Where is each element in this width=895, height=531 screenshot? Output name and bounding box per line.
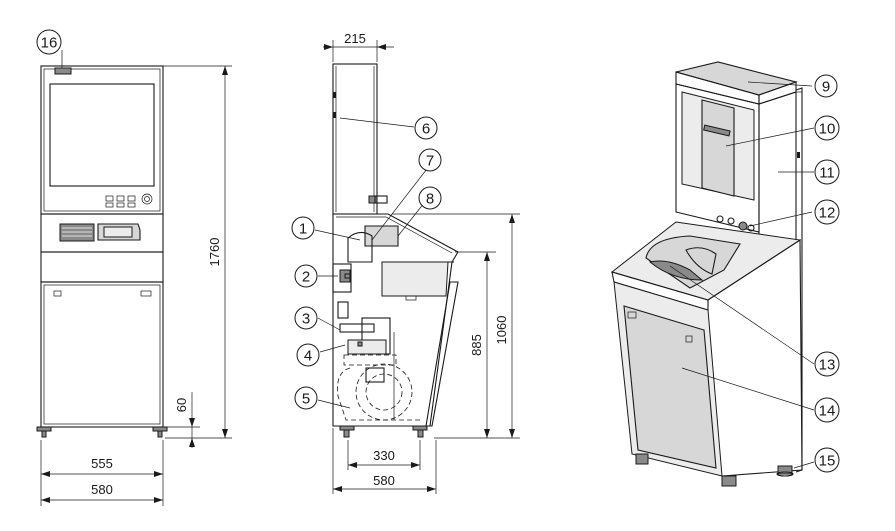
callout-1: 1 xyxy=(291,216,315,240)
callout-8: 8 xyxy=(418,186,442,210)
callout-8-label: 8 xyxy=(426,191,434,208)
callout-13: 13 xyxy=(814,351,840,377)
callout-14: 14 xyxy=(814,397,840,423)
dim-side-base-outer: 580 xyxy=(373,473,395,488)
dim-side-top-depth: 215 xyxy=(344,31,366,46)
dim-front-width-inner: 555 xyxy=(91,456,113,471)
callout-12: 12 xyxy=(814,199,840,225)
callout-5: 5 xyxy=(294,386,318,410)
callout-3: 3 xyxy=(294,306,318,330)
front-grille xyxy=(62,227,92,237)
callout-9-label: 9 xyxy=(822,79,830,96)
callout-10: 10 xyxy=(814,115,840,141)
callout-6-label: 6 xyxy=(422,121,430,138)
dim-foot-height: 60 xyxy=(174,398,189,412)
dim-side-base-inner: 330 xyxy=(373,448,395,463)
callout-15: 15 xyxy=(814,447,840,473)
callout-7: 7 xyxy=(418,148,442,172)
callout-15-label: 15 xyxy=(819,453,836,470)
dim-side-total-height: 1060 xyxy=(494,316,509,345)
callout-6: 6 xyxy=(414,116,438,140)
dim-front-width-outer: 580 xyxy=(91,482,113,497)
dim-front-height: 1760 xyxy=(207,238,222,267)
callout-16: 16 xyxy=(36,29,62,55)
callout-2-label: 2 xyxy=(302,269,310,286)
callout-13-label: 13 xyxy=(819,357,836,374)
iso-view xyxy=(610,61,803,487)
callout-12-label: 12 xyxy=(819,205,836,222)
callout-9: 9 xyxy=(814,74,838,98)
callout-11: 11 xyxy=(814,159,840,185)
callout-10-label: 10 xyxy=(819,121,836,138)
callout-4-label: 4 xyxy=(304,348,312,365)
callout-11-label: 11 xyxy=(819,165,835,182)
callout-3-label: 3 xyxy=(302,311,310,328)
callout-5-label: 5 xyxy=(302,391,310,408)
callout-2: 2 xyxy=(294,264,318,288)
dim-side-counter-height: 885 xyxy=(469,334,484,356)
callout-1-label: 1 xyxy=(299,221,307,238)
callout-16-label: 16 xyxy=(41,35,58,52)
callout-4: 4 xyxy=(296,343,320,367)
callout-7-label: 7 xyxy=(426,153,434,170)
callout-14-label: 14 xyxy=(819,403,836,420)
front-view: 1760 60 555 580 xyxy=(36,65,232,506)
side-view: 215 885 1060 330 580 xyxy=(323,31,520,494)
